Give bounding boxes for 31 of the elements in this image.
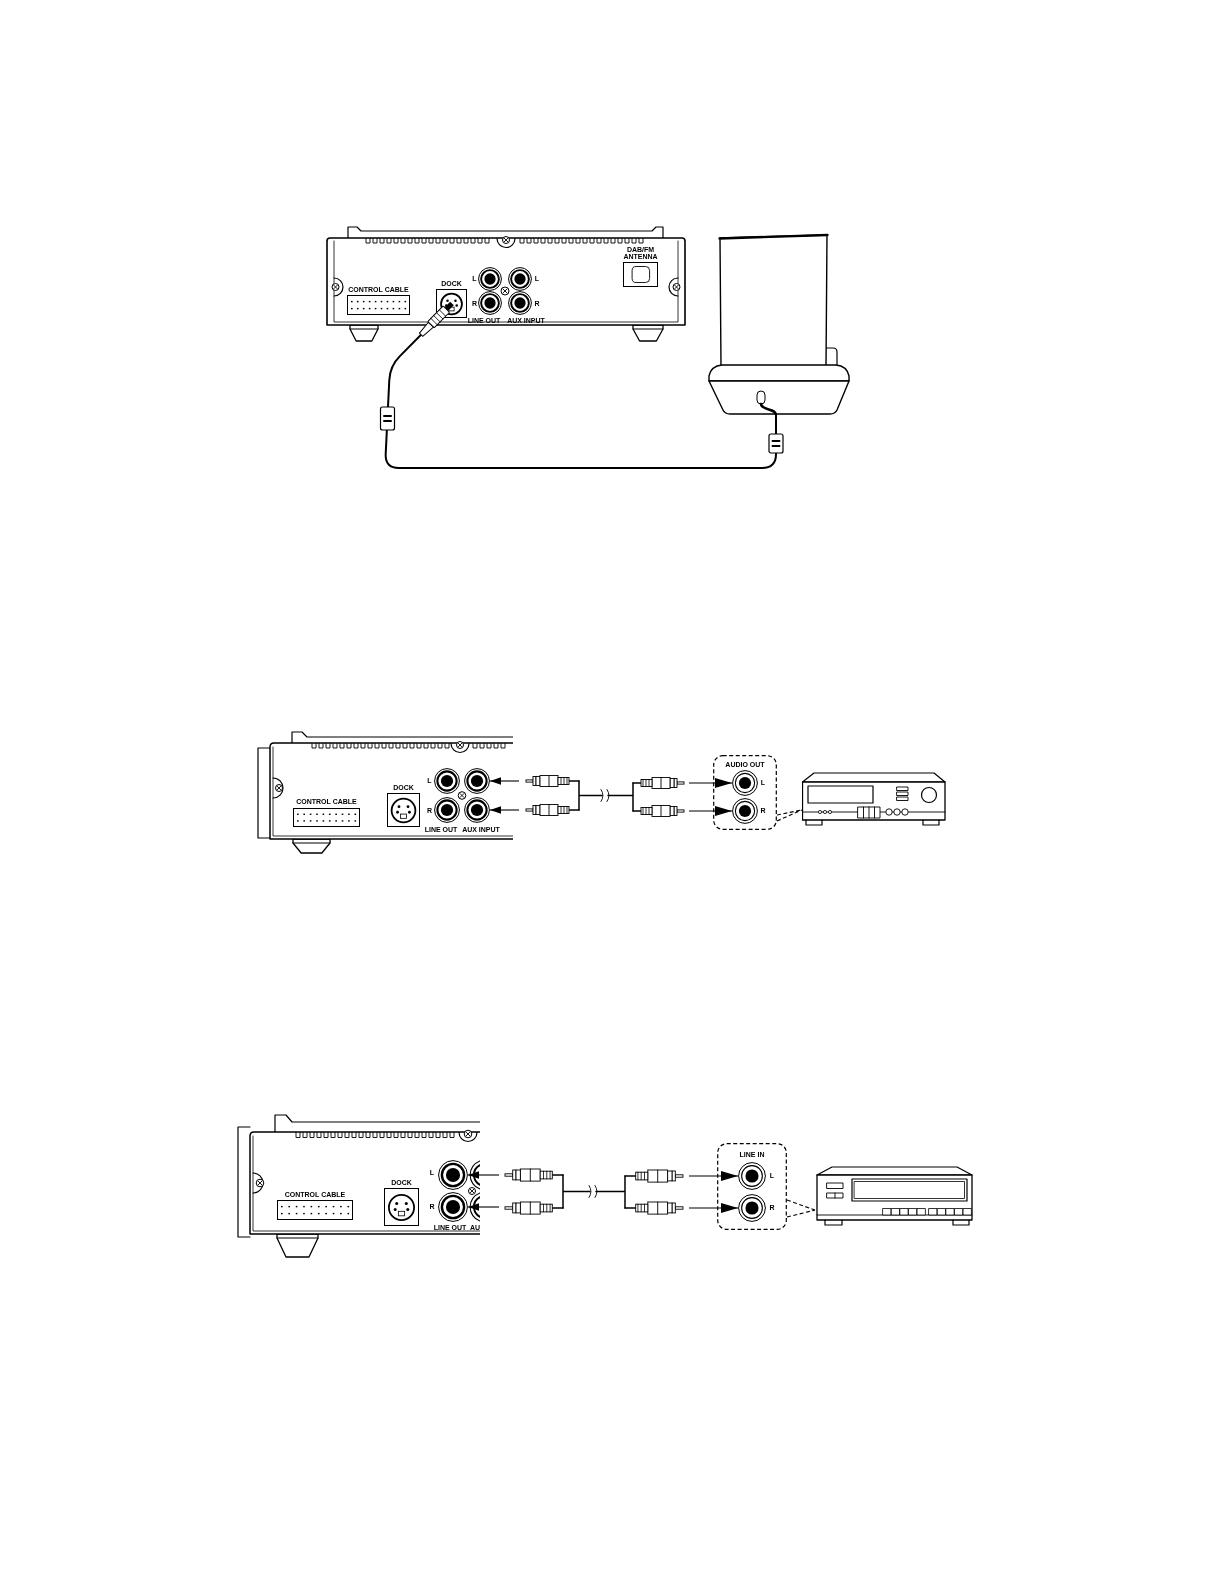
rca-jack xyxy=(438,1160,468,1190)
arrow xyxy=(688,778,733,788)
arrow xyxy=(489,806,520,814)
arrow xyxy=(467,1203,500,1211)
callout-box xyxy=(717,1143,787,1230)
rca-jack xyxy=(438,1192,468,1222)
arrow xyxy=(688,1203,739,1213)
callout-pointer-line xyxy=(776,809,803,822)
audio-deck-drawing xyxy=(815,1165,974,1226)
rca-jack xyxy=(434,768,460,794)
rca-jack xyxy=(732,770,758,796)
player-dock-drawing xyxy=(706,232,851,415)
rca-jack xyxy=(434,797,460,823)
arrow xyxy=(489,777,520,785)
rca-jack xyxy=(732,798,758,824)
arrow xyxy=(467,1171,500,1179)
rca-jack xyxy=(464,797,490,823)
rear-panel-drawing xyxy=(255,729,513,854)
rca-jack xyxy=(478,291,502,315)
rca-jack xyxy=(508,291,532,315)
callout-box xyxy=(713,755,777,830)
arrow xyxy=(688,806,733,816)
rca-jack xyxy=(478,267,502,291)
callout-pointer-line xyxy=(786,1199,816,1218)
rca-jack xyxy=(738,1162,766,1190)
audio-receiver-drawing xyxy=(802,771,947,829)
arrow xyxy=(688,1171,739,1181)
rca-jack xyxy=(508,267,532,291)
rear-panel-drawing xyxy=(236,1112,480,1259)
rca-jack xyxy=(738,1194,766,1222)
rca-jack xyxy=(464,768,490,794)
